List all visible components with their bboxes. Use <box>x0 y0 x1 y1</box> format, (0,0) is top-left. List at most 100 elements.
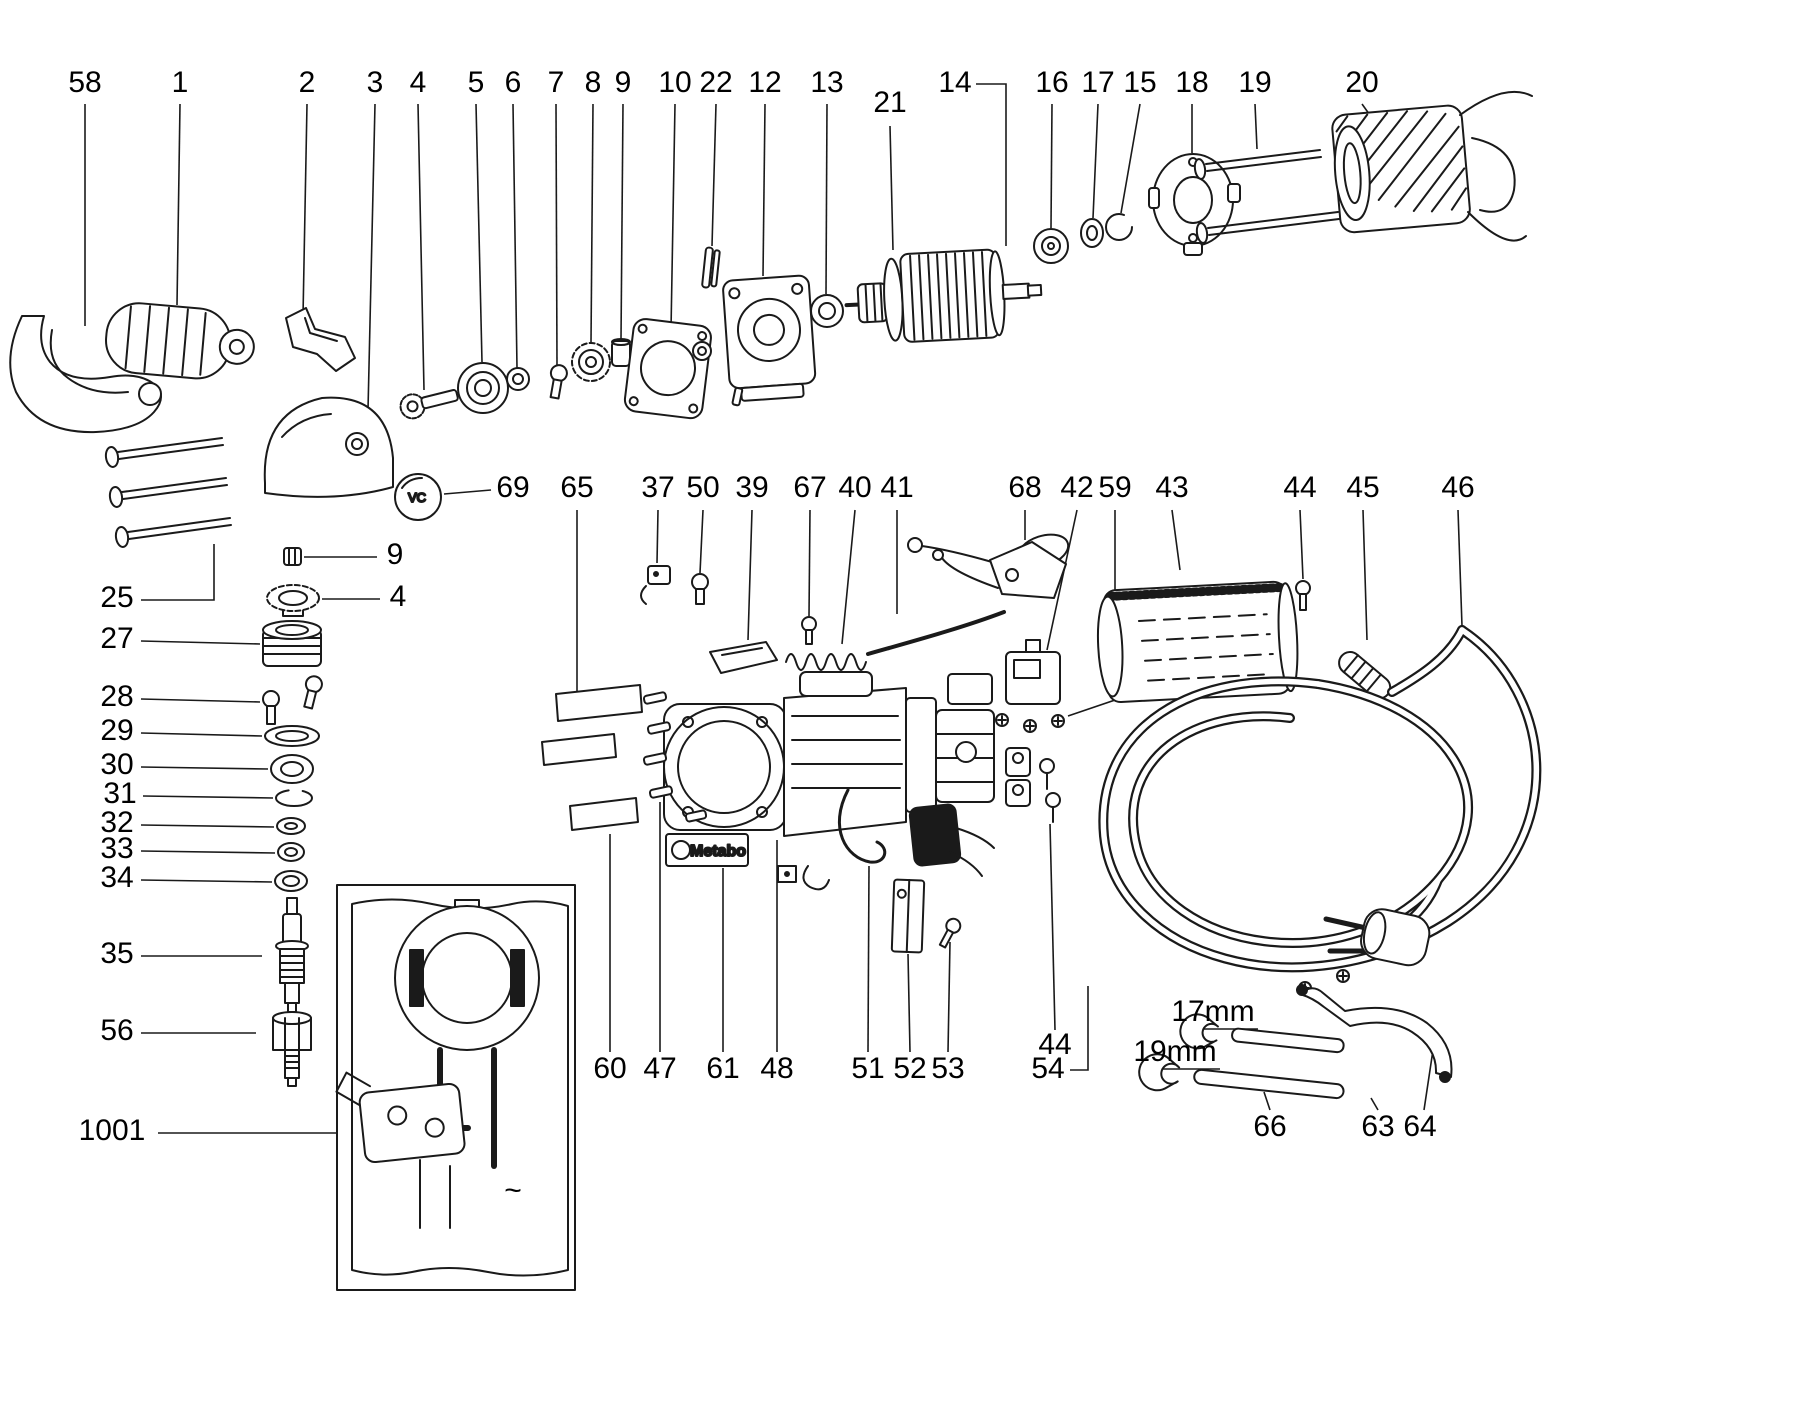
part-screws-59 <box>995 713 1065 733</box>
part-bushing-9b <box>283 547 302 566</box>
label-51: 51 <box>851 1052 884 1085</box>
leader-17 <box>1092 103 1099 219</box>
leader-2 <box>302 103 308 317</box>
part-bolts-19 <box>1193 149 1340 244</box>
label-16: 16 <box>1035 66 1068 99</box>
part-stator-20 <box>1331 90 1533 242</box>
label-48: 48 <box>760 1052 793 1085</box>
leader-54 <box>1070 986 1089 1071</box>
label-47: 47 <box>643 1052 676 1085</box>
label-10: 10 <box>658 66 691 99</box>
label-35: 35 <box>100 937 133 970</box>
leader-44a <box>1299 509 1304 580</box>
part-power-plug <box>1323 908 1431 967</box>
label-56: 56 <box>100 1014 133 1047</box>
part-plate-52 <box>890 878 926 954</box>
label-13: 13 <box>810 66 843 99</box>
leader-1 <box>176 103 181 306</box>
label-17: 17 <box>1081 66 1114 99</box>
label-3: 3 <box>367 66 384 99</box>
label-2: 2 <box>299 66 316 99</box>
metabo-logo: Metabo <box>665 833 749 867</box>
label-22: 22 <box>699 66 732 99</box>
part-cord-grommet-45 <box>1338 651 1392 700</box>
part-bearing-13 <box>810 294 844 328</box>
label-61: 61 <box>706 1052 739 1085</box>
part-threaded-collar-27 <box>262 620 322 667</box>
leader-33 <box>140 850 276 854</box>
leader-13 <box>825 103 828 295</box>
part-bearing-flange-18 <box>1148 153 1241 256</box>
leader-32 <box>140 824 275 828</box>
label-31: 31 <box>103 777 136 810</box>
part-gear-8 <box>571 342 611 382</box>
leader-12 <box>762 103 766 277</box>
label-34: 34 <box>100 861 133 894</box>
label-59: 59 <box>1098 471 1131 504</box>
part-pin-23 <box>731 386 744 407</box>
leader-15 <box>1120 103 1141 214</box>
leader-29 <box>140 732 263 737</box>
label-44b: 44 <box>1038 1028 1071 1061</box>
leader-34 <box>140 879 273 883</box>
part-guard-lever <box>9 315 162 434</box>
part-wire-51 <box>837 788 887 864</box>
part-screw-50 <box>691 573 709 605</box>
leader-8 <box>590 103 594 344</box>
leader-63 <box>1370 1097 1379 1111</box>
label-8: 8 <box>585 66 602 99</box>
leader-27 <box>140 640 261 645</box>
label-39: 39 <box>735 471 768 504</box>
leader-7 <box>555 103 558 366</box>
label-9b: 9 <box>387 538 404 571</box>
label-69: 69 <box>496 471 529 504</box>
leader-46 <box>1457 509 1463 627</box>
label-40: 40 <box>838 471 871 504</box>
part-brush-holder-parts <box>777 865 830 891</box>
inset-switch-diagram-1001 <box>335 884 576 1291</box>
leader-39 <box>747 509 753 641</box>
part-capacitor <box>908 803 995 877</box>
part-link-rod-41 <box>866 610 1006 656</box>
label-64: 64 <box>1403 1110 1436 1143</box>
tool-wrench-19mm <box>1138 1053 1345 1100</box>
part-switch-42 <box>1005 639 1061 705</box>
leader-4 <box>417 103 425 391</box>
part-gasket-plate <box>623 318 712 420</box>
label-size19: 19mm <box>1133 1035 1216 1068</box>
part-washer-29 <box>264 725 320 747</box>
label-9: 9 <box>615 66 632 99</box>
part-bearing-30 <box>270 754 314 784</box>
leader-28 <box>140 698 261 703</box>
label-25: 25 <box>100 581 133 614</box>
part-washer-11 <box>692 341 712 361</box>
leader-44b <box>1049 823 1056 1031</box>
leader-69 <box>443 489 492 495</box>
leader-5 <box>475 103 483 363</box>
leader-37 <box>656 509 659 564</box>
label-65: 65 <box>560 471 593 504</box>
label-15: 15 <box>1123 66 1156 99</box>
label-30: 30 <box>100 748 133 781</box>
part-clamp <box>285 307 356 372</box>
label-37: 37 <box>641 471 674 504</box>
label-52: 52 <box>893 1052 926 1085</box>
part-snap-ring-15 <box>1105 213 1133 241</box>
label-20: 20 <box>1345 66 1378 99</box>
label-27: 27 <box>100 622 133 655</box>
label-67: 67 <box>793 471 826 504</box>
part-motor-housing <box>663 671 995 837</box>
label-42: 42 <box>1060 471 1093 504</box>
part-field-housing-43 <box>1096 580 1299 704</box>
label-33: 33 <box>100 832 133 865</box>
part-pinion-shaft <box>399 389 459 420</box>
cap-69-text: VC <box>408 490 426 505</box>
part-nameplates-65 <box>541 684 643 831</box>
leader-lines-layer <box>84 83 1463 1134</box>
label-6: 6 <box>505 66 522 99</box>
leader-10 <box>670 103 676 331</box>
label-1001: 1001 <box>79 1114 146 1147</box>
label-58: 58 <box>68 66 101 99</box>
